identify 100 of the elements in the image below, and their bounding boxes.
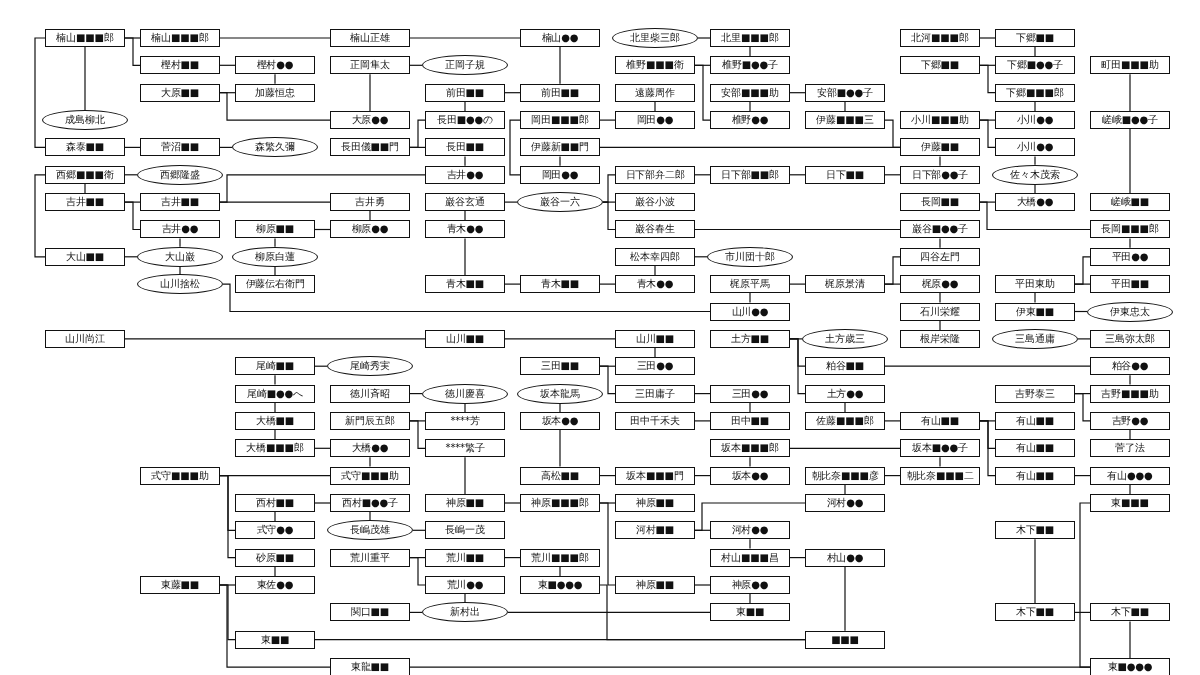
person-box: 佐藤■■■郎	[805, 411, 885, 430]
person-box: 根岸栄隆	[900, 329, 980, 348]
family-line	[1129, 429, 1131, 440]
family-line	[844, 402, 846, 413]
family-line	[884, 365, 1091, 367]
family-line	[274, 73, 276, 85]
family-line	[274, 374, 276, 386]
person-box: 岡田●●	[520, 165, 600, 184]
family-line	[697, 37, 711, 39]
person-box: 巌谷小波	[615, 193, 695, 212]
person-box: 安部■■■助	[710, 83, 790, 102]
person-box: 楠山■■■郎	[140, 29, 220, 47]
person-box: 木下■■	[1090, 603, 1170, 622]
family-line	[749, 593, 751, 604]
family-line	[274, 429, 276, 440]
person-box: 山川■■	[615, 329, 695, 348]
family-line	[274, 566, 276, 577]
family-line	[504, 338, 616, 340]
family-line	[1034, 184, 1036, 194]
family-line	[464, 101, 466, 112]
person-box: 尾崎■●●へ	[235, 384, 315, 403]
family-line	[1129, 620, 1131, 659]
family-line	[559, 155, 561, 167]
person-box: 木下■■	[995, 603, 1075, 622]
person-box: 森泰■■	[45, 138, 125, 157]
person-box: 長田■●●の	[425, 111, 505, 130]
person-box: 河村●●	[805, 493, 885, 512]
family-line	[599, 584, 806, 641]
person-box: 日下部■■郎	[710, 165, 790, 184]
family-line	[369, 511, 371, 521]
person-box: 巌谷玄通	[425, 193, 505, 212]
family-line	[1034, 538, 1036, 604]
family-line	[599, 502, 616, 586]
family-line	[509, 119, 521, 176]
person-box: 式守●●	[235, 521, 315, 540]
person-box: 柳原●●	[330, 220, 410, 239]
person-box: 伊東■■	[995, 302, 1075, 321]
person-box: 坂本●●	[710, 466, 790, 485]
person-box: 青木■■	[520, 275, 600, 294]
person-oval: 新村出	[422, 602, 508, 623]
person-box: 三田●●	[710, 384, 790, 403]
person-box: 長嶋一茂	[425, 521, 505, 540]
family-line	[979, 64, 996, 94]
person-box: 長岡■■■郎	[1090, 220, 1170, 239]
family-line	[274, 266, 276, 276]
person-box: 村山■■■昌	[710, 548, 790, 567]
person-box: 岡田■■■郎	[520, 111, 600, 130]
person-box: 長田■■	[425, 138, 505, 157]
family-line	[694, 64, 711, 121]
person-box: 日下部弁二郎	[615, 165, 695, 184]
person-box: 神原■■	[615, 576, 695, 594]
family-line	[124, 338, 426, 340]
person-oval: 西郷隆盛	[137, 164, 223, 185]
person-box: ****芳	[425, 411, 505, 430]
person-box: 平田■■	[1090, 275, 1170, 294]
family-line	[34, 174, 46, 258]
person-box: 椎野●●	[710, 111, 790, 130]
person-box: 東佐●●	[235, 576, 315, 594]
person-box: 吉井●●	[140, 220, 220, 239]
person-box: 東藤■■	[140, 576, 220, 594]
family-line	[1129, 237, 1131, 249]
person-box: 大原■■	[140, 83, 220, 102]
person-box: 菅沼■■	[140, 138, 220, 157]
person-box: 田中■■	[710, 411, 790, 430]
person-box: 菅了法	[1090, 439, 1170, 458]
person-box: 樫村●●	[235, 56, 315, 75]
person-box: 嵯峨■●●子	[1090, 111, 1170, 130]
person-box: 三田■■	[520, 357, 600, 376]
person-box: 平田●●	[1090, 247, 1170, 266]
family-line	[464, 210, 466, 222]
person-box: 巌谷春生	[615, 220, 695, 239]
person-oval: 長嶋茂雄	[327, 520, 413, 541]
person-box: 梶原●●	[900, 275, 980, 294]
person-box: 長田儀■■門	[330, 138, 410, 157]
person-oval: 土方歳三	[802, 328, 888, 349]
person-oval: 大山巌	[137, 246, 223, 267]
person-box: 有山■■	[995, 411, 1075, 430]
person-box: 伊藤■■	[900, 138, 980, 157]
family-line	[274, 237, 276, 248]
family-line	[749, 402, 751, 413]
person-box: 樫村■■	[140, 56, 220, 75]
family-line	[1074, 283, 1091, 285]
person-box: 吉井■■	[45, 193, 125, 212]
person-box: 東■■	[235, 630, 315, 649]
person-box: 下郷■■	[900, 56, 980, 75]
person-oval: 市川団十郎	[707, 246, 793, 267]
person-box: 大橋●●	[330, 439, 410, 458]
person-box: 山川●●	[710, 302, 790, 321]
family-line	[274, 402, 276, 413]
person-oval: 成島柳北	[42, 110, 128, 131]
person-box: 四谷左門	[900, 247, 980, 266]
person-box: 新門辰五郎	[330, 411, 410, 430]
family-line	[504, 201, 518, 203]
family-line	[939, 237, 941, 249]
family-line	[1074, 393, 1091, 422]
family-line	[369, 456, 371, 468]
family-line	[694, 584, 711, 586]
person-box: 式守■■■助	[140, 466, 220, 485]
family-line	[464, 593, 466, 603]
person-box: 三田●●	[615, 357, 695, 376]
